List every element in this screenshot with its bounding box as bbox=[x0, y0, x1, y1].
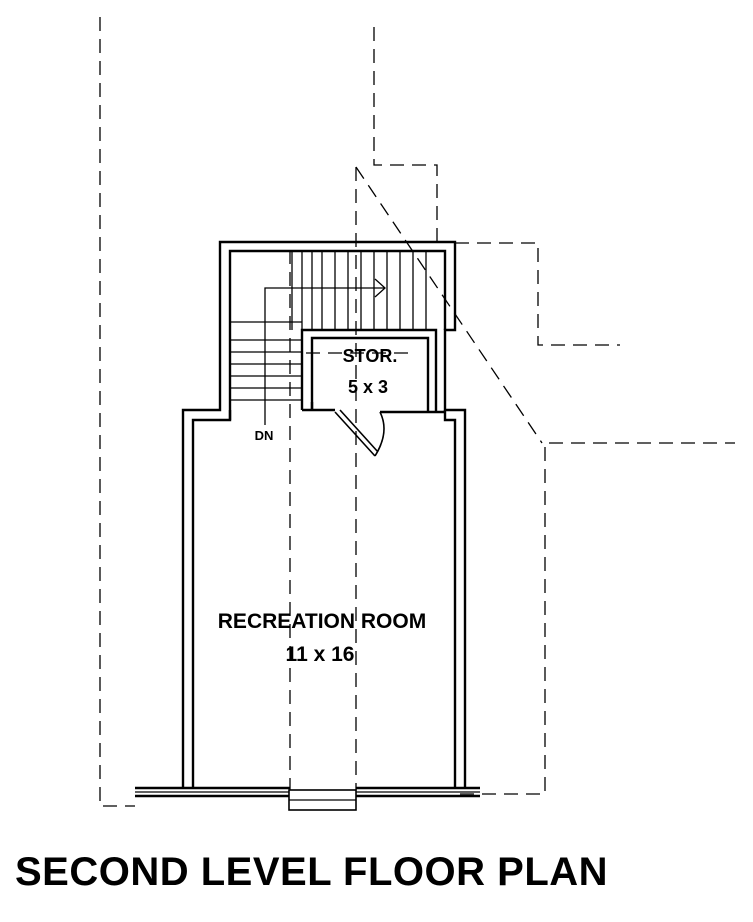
storage-closet-walls bbox=[300, 328, 445, 414]
closet-door bbox=[334, 409, 385, 457]
storage-room-name: STOR. bbox=[343, 346, 398, 366]
recreation-room-size: 11 x 16 bbox=[286, 643, 355, 666]
exterior-walls bbox=[181, 240, 467, 788]
stair-down-label: DN bbox=[255, 428, 274, 443]
front-wall-window bbox=[135, 786, 480, 811]
storage-room-size: 5 x 3 bbox=[348, 377, 388, 397]
recreation-room-name: RECREATION ROOM bbox=[218, 610, 426, 633]
stair-upper-treads bbox=[230, 251, 427, 330]
stair-lower-treads bbox=[230, 339, 302, 401]
stair-direction-arrow bbox=[264, 278, 386, 425]
plan-title: SECOND LEVEL FLOOR PLAN bbox=[15, 850, 609, 894]
